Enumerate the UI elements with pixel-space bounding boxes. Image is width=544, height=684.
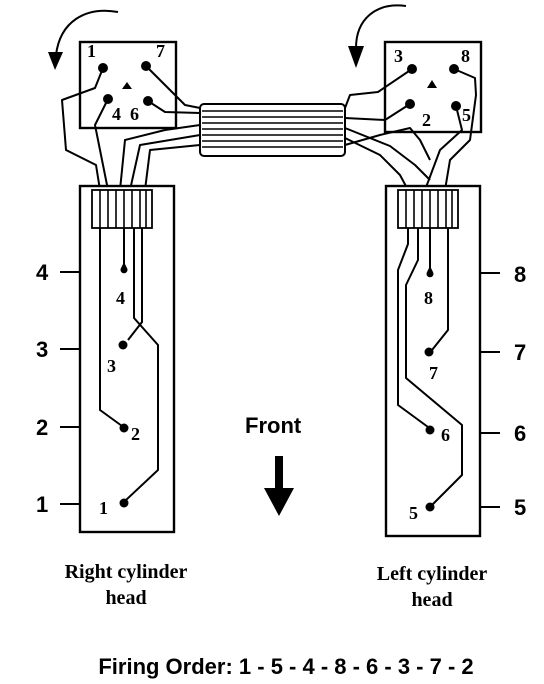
right-head-side-ticks (60, 271, 80, 505)
left-side-number-6: 6 (514, 421, 526, 446)
loom-to-right-head-wires (61, 67, 201, 191)
right-plug-label-1: 1 (99, 498, 108, 518)
left-plug-label-5: 5 (409, 503, 418, 523)
left-cap-terminal-2: 2 (422, 110, 431, 130)
left-plug-label-7: 7 (429, 363, 438, 383)
right-head-plugs (118, 262, 129, 508)
left-cylinder-head (384, 184, 482, 538)
right-head-caption-line1: Right cylinder (65, 561, 188, 583)
left-cap-terminal-8: 8 (461, 46, 470, 66)
left-side-number-5: 5 (514, 495, 526, 520)
rotation-arrow-left-distributor (348, 4, 407, 68)
right-cap-terminal-4: 4 (112, 104, 121, 124)
left-cap-terminal-5: 5 (462, 105, 471, 125)
left-distributor-rotor-dot (427, 80, 437, 88)
right-side-number-1: 1 (36, 492, 48, 517)
right-head-caption-line2: head (105, 587, 146, 609)
right-side-number-2: 2 (36, 415, 48, 440)
right-head-plug-wires (99, 228, 159, 501)
left-head-caption-line2: head (411, 589, 452, 611)
loom-to-left-cap-wires (344, 68, 477, 191)
right-plug-label-4: 4 (116, 288, 125, 308)
right-plug-label-2: 2 (131, 424, 140, 444)
left-plug-label-8: 8 (424, 288, 433, 308)
left-head-caption-line1: Left cylinder (377, 563, 488, 585)
wire-bundle-loom (199, 103, 346, 157)
left-side-number-8: 8 (514, 262, 526, 287)
front-arrow-icon (264, 456, 294, 516)
right-side-number-3: 3 (36, 337, 48, 362)
left-cap-terminal-3: 3 (394, 46, 403, 66)
right-cap-terminal-1: 1 (87, 41, 96, 61)
left-head-side-ticks (480, 272, 500, 508)
right-head-wire-boots (91, 189, 153, 229)
right-plug-label-3: 3 (107, 356, 116, 376)
left-head-wire-boots (397, 189, 459, 229)
right-cylinder-head (78, 184, 176, 534)
rotation-arrow-right-distributor (48, 9, 119, 70)
right-cap-to-loom-wires (145, 65, 201, 114)
right-distributor-rotor-dot (122, 82, 132, 89)
firing-order-text: Firing Order: 1 - 5 - 4 - 8 - 6 - 3 - 7 … (98, 654, 473, 679)
left-side-number-7: 7 (514, 340, 526, 365)
right-cap-terminal-7: 7 (156, 41, 165, 61)
left-plug-label-6: 6 (441, 425, 450, 445)
right-cap-terminal-6: 6 (130, 104, 139, 124)
left-head-plugs (424, 266, 435, 512)
front-label: Front (245, 413, 302, 438)
right-side-number-4: 4 (36, 260, 49, 285)
left-head-plug-wires (397, 228, 463, 506)
